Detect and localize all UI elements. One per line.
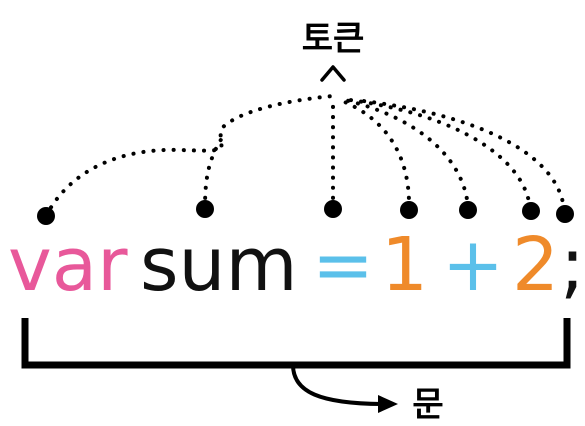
statement-bracket xyxy=(21,318,571,369)
token-arrow-head xyxy=(320,65,346,82)
token-dots xyxy=(37,200,574,225)
token-equals: = xyxy=(312,222,374,308)
dot-eq xyxy=(324,200,342,218)
token-semicolon: ; xyxy=(560,222,585,308)
dot-two xyxy=(522,202,540,220)
connector-var xyxy=(44,94,335,218)
statement-label: 문 xyxy=(412,385,443,425)
dot-var xyxy=(37,207,55,225)
dot-semicolon xyxy=(556,205,574,223)
statement-arrow-curve xyxy=(291,363,387,406)
dot-one xyxy=(400,201,418,219)
dotted-connectors xyxy=(44,94,566,218)
connector-semicolon xyxy=(353,98,566,212)
connector-two xyxy=(348,98,532,210)
connector-plus xyxy=(343,98,470,210)
statement-arrow-head xyxy=(378,395,398,413)
token-label: 토큰 xyxy=(302,19,365,59)
connector-one xyxy=(338,98,412,210)
token-sum: sum xyxy=(140,222,298,308)
token-one: 1 xyxy=(381,222,428,308)
token-var: var xyxy=(8,222,128,308)
token-two: 2 xyxy=(512,222,559,308)
token-plus: + xyxy=(442,222,504,308)
code-line: var sum = 1 + 2 ; xyxy=(8,222,585,308)
dot-sum xyxy=(196,200,214,218)
dot-plus xyxy=(459,201,477,219)
